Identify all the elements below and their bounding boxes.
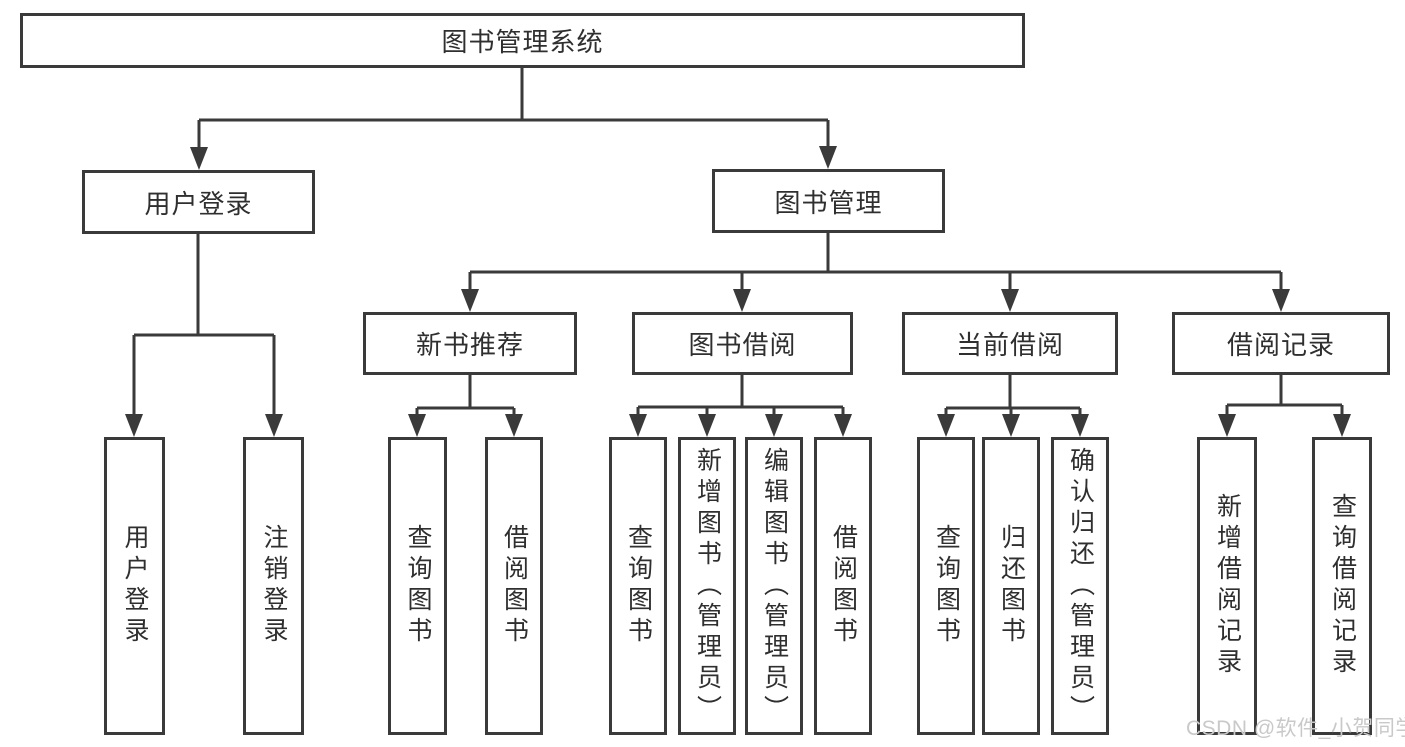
node-book-borrow: 图书借阅 (632, 312, 853, 375)
leaf-logout-label: 注销登录 (260, 524, 288, 648)
leaf-query-borrow-record-label: 查询借阅记录 (1328, 493, 1357, 679)
leaf-return-books-label: 归还图书 (997, 524, 1026, 648)
leaf-borrow-books-recommend: 借阅图书 (485, 437, 543, 735)
leaf-borrow-books-recommend-label: 借阅图书 (500, 524, 529, 648)
node-user-login: 用户登录 (82, 170, 315, 234)
node-current-borrow-label: 当前借阅 (955, 330, 1064, 360)
leaf-query-books-current-label: 查询图书 (932, 524, 961, 648)
leaf-query-books-recommend: 查询图书 (388, 437, 447, 735)
node-borrow-records: 借阅记录 (1172, 312, 1390, 375)
leaf-user-login-label: 用户登录 (121, 524, 149, 648)
leaf-return-books: 归还图书 (982, 437, 1040, 735)
leaf-query-books-borrow-label: 查询图书 (624, 524, 653, 648)
leaf-confirm-return-admin: 确认归还（管理员） (1051, 437, 1109, 735)
leaf-add-borrow-record: 新增借阅记录 (1197, 437, 1257, 735)
leaf-query-books-recommend-label: 查询图书 (404, 524, 432, 648)
connector-current-borrow-to-leaves (937, 375, 1089, 437)
node-book-management-label: 图书管理 (774, 187, 883, 218)
connector-new-book-to-leaves (408, 375, 523, 437)
node-current-borrow: 当前借阅 (902, 312, 1118, 375)
connector-user-login-to-leaves (125, 234, 283, 437)
leaf-add-books-admin-label: 新增图书（管理员） (693, 446, 722, 726)
node-user-login-label: 用户登录 (144, 188, 253, 219)
node-new-book-recommend-label: 新书推荐 (415, 330, 524, 360)
leaf-edit-books-admin: 编辑图书（管理员） (745, 437, 803, 735)
leaf-query-books-borrow: 查询图书 (609, 437, 667, 735)
leaf-add-borrow-record-label: 新增借阅记录 (1213, 493, 1242, 679)
connector-book-management-to-level3 (461, 233, 1290, 312)
node-root-label: 图书管理系统 (441, 27, 604, 57)
leaf-query-borrow-record: 查询借阅记录 (1312, 437, 1372, 735)
node-root: 图书管理系统 (20, 13, 1025, 68)
leaf-borrow-books: 借阅图书 (814, 437, 872, 735)
connector-book-borrow-to-leaves (629, 375, 852, 437)
leaf-confirm-return-admin-label: 确认归还（管理员） (1066, 446, 1095, 726)
connector-root-to-level2 (190, 68, 837, 170)
watermark-text: CSDN @软件_小贺同学 (1186, 717, 1405, 740)
leaf-edit-books-admin-label: 编辑图书（管理员） (760, 446, 789, 726)
leaf-user-login: 用户登录 (104, 437, 165, 735)
node-book-borrow-label: 图书借阅 (688, 330, 797, 360)
leaf-query-books-current: 查询图书 (917, 437, 975, 735)
connector-borrow-records-to-leaves (1218, 375, 1351, 437)
node-new-book-recommend: 新书推荐 (363, 312, 577, 375)
leaf-logout: 注销登录 (243, 437, 304, 735)
leaf-borrow-books-label: 借阅图书 (829, 524, 858, 648)
node-book-management: 图书管理 (712, 169, 945, 233)
node-borrow-records-label: 借阅记录 (1226, 330, 1335, 360)
leaf-add-books-admin: 新增图书（管理员） (678, 437, 736, 735)
